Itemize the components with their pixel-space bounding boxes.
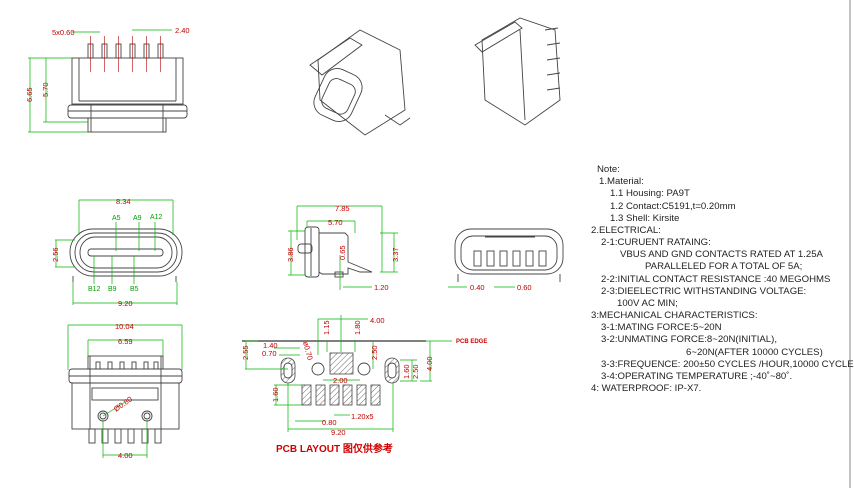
note-line: 1.2 Contact:C5191,t=0.20mm bbox=[610, 201, 736, 212]
pcb-pads bbox=[301, 384, 381, 406]
dim-pcb-2-55: 2.55 bbox=[241, 345, 250, 360]
front-view: 0.40 0.60 bbox=[448, 228, 564, 292]
pcb-edge-label: PCB EDGE bbox=[456, 339, 487, 345]
pin-label-a5: A5 bbox=[112, 215, 121, 222]
note-line: 2.ELECTRICAL: bbox=[591, 225, 661, 236]
note-line: 1.Material: bbox=[599, 176, 644, 187]
note-line: 4: WATERPROOF: IP-X7. bbox=[591, 383, 701, 394]
note-line: 2-2:INITIAL CONTACT RESISTANCE :40 MEGOH… bbox=[601, 274, 830, 285]
pcb-hole-right bbox=[357, 362, 371, 376]
dim-height: 2.56 bbox=[51, 247, 60, 262]
dim-pcb-1-80: 1.80 bbox=[353, 320, 362, 335]
top-view-pins bbox=[87, 36, 164, 72]
pin-label-b12: B12 bbox=[88, 286, 101, 293]
dim-pcb-1-40: 1.40 bbox=[263, 341, 278, 350]
dim-pcb-1-15: 1.15 bbox=[322, 320, 331, 335]
dim-pcb-pitch: 1.20x5 bbox=[351, 412, 374, 421]
dim-length-total: 7.85 bbox=[335, 204, 350, 213]
dim-pcb-0-70: 0.70 bbox=[262, 349, 277, 358]
note-line: Note: bbox=[597, 164, 620, 175]
dim-height-left: 3.86 bbox=[286, 247, 295, 262]
pcb-pad-center bbox=[329, 352, 354, 375]
dim-front-a: 0.40 bbox=[470, 283, 485, 292]
mating-face-view: 8.34 A5 A9 A12 B12 B9 B5 9.20 2.56 bbox=[51, 197, 183, 308]
dim-width-total: 10.04 bbox=[115, 322, 134, 331]
pcb-layout-title: PCB LAYOUT 图仅供参考 bbox=[276, 442, 393, 455]
pin-label-a9: A9 bbox=[133, 215, 142, 222]
note-line: 3-2:UNMATING FORCE:8~20N(INITIAL), bbox=[601, 334, 777, 345]
dim-pcb-1-60-left: 1.60 bbox=[271, 387, 280, 402]
dim-post-pitch: 4.00 bbox=[118, 451, 133, 460]
note-line: PARALLELED FOR A TOTAL OF 5A; bbox=[645, 261, 802, 272]
iso-view-back bbox=[474, 17, 561, 126]
dim-pcb-top-span: 4.00 bbox=[370, 316, 385, 325]
dim-width-body: 6.59 bbox=[118, 337, 133, 346]
dim-pcb-4-00-right: 4.00 bbox=[425, 356, 434, 371]
pin-label-a12: A12 bbox=[150, 214, 163, 221]
note-line: 1.1 Housing: PA9T bbox=[610, 188, 690, 199]
note-line: 3-4:OPERATING TEMPERATURE ;-40˚~80˚. bbox=[601, 371, 792, 382]
note-line: VBUS AND GND CONTACTS RATED AT 1.25A bbox=[620, 249, 824, 260]
dim-front-b: 0.60 bbox=[517, 283, 532, 292]
dim-pin-width: 5x0.60 bbox=[52, 28, 75, 37]
dim-pcb-hole-dia: ø0.70 bbox=[301, 340, 315, 361]
pcb-layout: 4.00 1.15 1.80 PCB EDGE 2.55 1.40 0.70 ø… bbox=[241, 315, 487, 455]
note-line: 2-1:CURUENT RATAING: bbox=[601, 237, 711, 248]
note-line: 3:MECHANICAL CHARACTERISTICS: bbox=[591, 310, 758, 321]
note-line: 2-3:DIEELECTRIC WITHSTANDING VOLTAGE: bbox=[601, 286, 806, 297]
dim-pcb-1-60-right: 1.60 bbox=[402, 364, 411, 379]
pcb-hole-left bbox=[311, 362, 325, 376]
dim-pcb-2-00: 2.00 bbox=[333, 376, 348, 385]
dim-pcb-width: 9.20 bbox=[331, 428, 346, 437]
side-view: 7.85 5.70 3.86 0.65 3.37 1.20 bbox=[286, 204, 400, 292]
top-view: 5x0.60 2.40 6.65 5.70 bbox=[25, 26, 190, 133]
note-line: 1.3 Shell: Kirsite bbox=[610, 213, 679, 224]
dim-offset: 0.65 bbox=[338, 245, 347, 260]
dim-foot: 1.20 bbox=[374, 283, 389, 292]
dim-pcb-0-80: 0.80 bbox=[322, 418, 337, 427]
dim-length-body: 5.70 bbox=[328, 218, 343, 227]
dim-height-right: 3.37 bbox=[391, 247, 400, 262]
bottom-view: 10.04 6.59 Ø0.80 4.00 bbox=[67, 322, 183, 460]
pin-label-b9: B9 bbox=[108, 286, 117, 293]
note-line: 100V AC MIN; bbox=[617, 298, 678, 309]
notes-block: Note: 1.Material: 1.1 Housing: PA9T 1.2 … bbox=[591, 164, 854, 394]
iso-view-front bbox=[309, 29, 411, 136]
note-line: 6~20N(AFTER 10000 CYCLES) bbox=[686, 347, 823, 358]
dim-pin-span: 2.40 bbox=[175, 26, 190, 35]
note-line: 3-1:MATING FORCE:5~20N bbox=[601, 322, 722, 333]
dim-height-total: 6.65 bbox=[25, 87, 34, 102]
dim-post-dia: Ø0.80 bbox=[112, 395, 134, 414]
dim-pcb-2-50-left: 2.50 bbox=[370, 345, 379, 360]
dim-width-outer: 9.20 bbox=[118, 299, 133, 308]
dim-height-body: 5.70 bbox=[41, 82, 50, 97]
note-line: 3-3:FREQUENCE: 200±50 CYCLES /HOUR,10000… bbox=[601, 359, 854, 370]
dim-pcb-2-50-right: 2.50 bbox=[411, 364, 420, 379]
pin-label-b5: B5 bbox=[130, 286, 139, 293]
dim-width-inner: 8.34 bbox=[116, 197, 131, 206]
